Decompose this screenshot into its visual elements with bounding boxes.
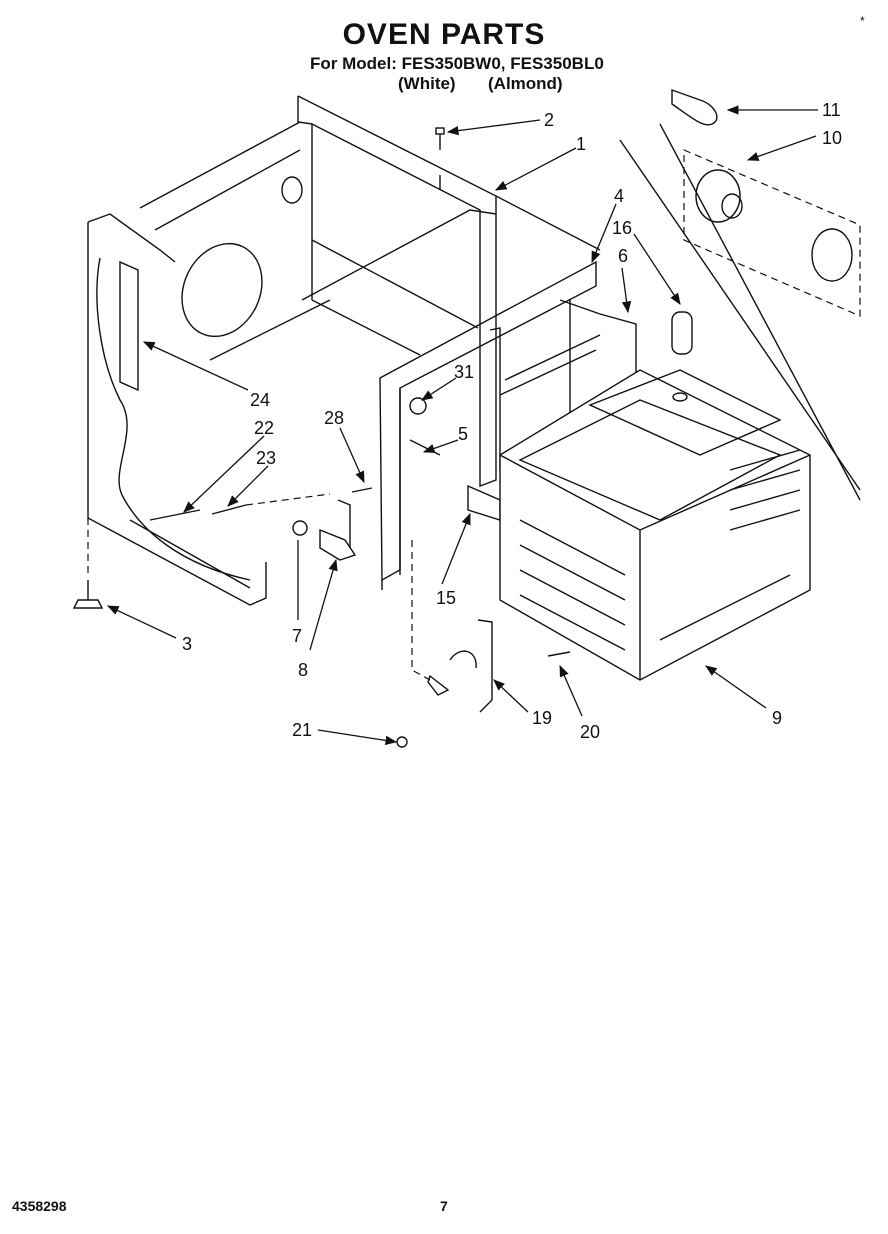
callout-16: 16 [612,218,632,238]
callout-7: 7 [292,626,302,646]
callout-23: 23 [256,448,276,468]
callout-6: 6 [618,246,628,266]
callout-20: 20 [580,722,600,742]
left-side-panel [87,121,331,606]
callout-1: 1 [576,134,586,154]
variant-almond: (Almond) [488,74,563,93]
callout-5: 5 [458,424,468,444]
page-number: 7 [440,1198,448,1214]
callout-15: 15 [436,588,456,608]
callout-numbers: 1 2 3 4 5 6 7 8 9 10 11 15 16 19 20 21 2… [182,100,842,742]
callout-8: 8 [298,660,308,680]
callout-22: 22 [254,418,274,438]
callout-2: 2 [544,110,554,130]
callout-19: 19 [532,708,552,728]
oven-cavity-frame [297,95,601,488]
callout-3: 3 [182,634,192,654]
callout-31: 31 [454,362,474,382]
hardware-parts [72,127,571,748]
variant-white: (White) [398,74,456,93]
lamp-assembly [619,89,861,501]
callout-11: 11 [822,100,841,120]
callout-4: 4 [614,186,624,206]
oven-liner [499,369,811,681]
page-title: OVEN PARTS [342,18,546,51]
callout-24: 24 [250,390,270,410]
callout-21: 21 [292,720,312,740]
callout-9: 9 [772,708,782,728]
callout-28: 28 [324,408,344,428]
model-line: For Model: FES350BW0, FES350BL0 [310,54,604,73]
corner-mark: * [860,14,865,28]
document-number: 4358298 [12,1198,67,1214]
glow-bar [671,311,693,355]
leader-lines [106,105,818,746]
callout-10: 10 [822,128,842,148]
